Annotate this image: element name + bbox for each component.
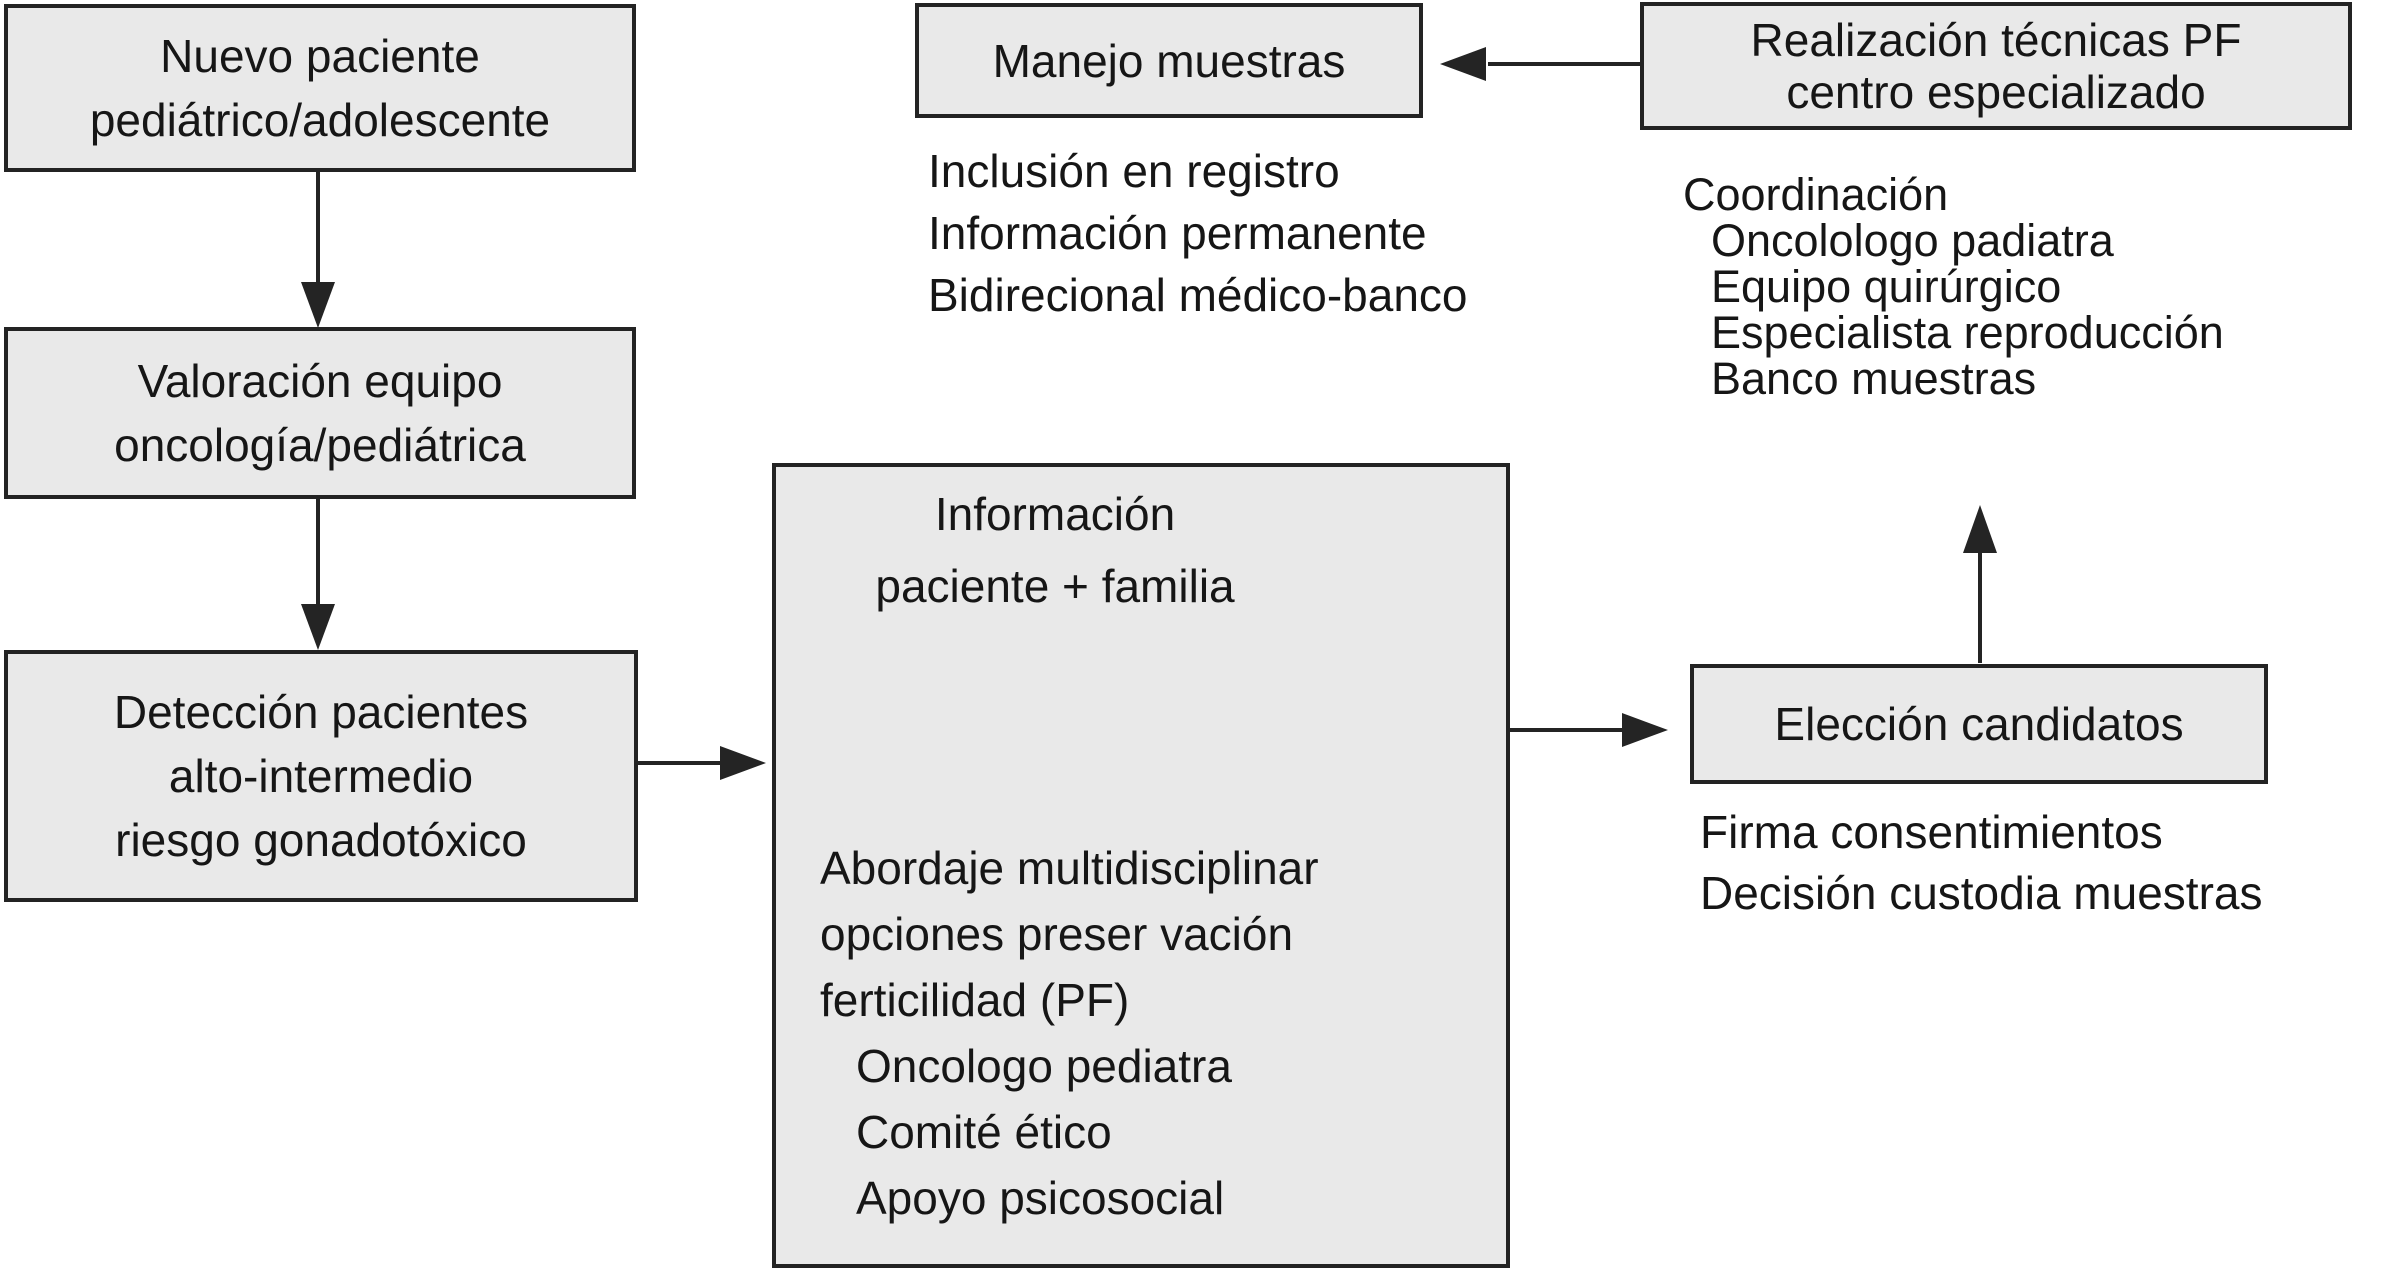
arrow-deteccion-to-informacion xyxy=(638,746,766,780)
node-label-line: centro especializado xyxy=(1786,66,2206,118)
abordaje-multidisciplinar-text: Abordaje multidisciplinar opciones prese… xyxy=(820,835,1319,1231)
node-realizacion-tecnicas: Realización técnicas PF centro especiali… xyxy=(1640,2,2352,130)
text-line: Inclusión en registro xyxy=(928,145,1340,197)
node-label-line: Detección pacientes xyxy=(113,686,529,738)
text-line: Firma consentimientos xyxy=(1700,806,2163,858)
node-label-line: Elección candidatos xyxy=(1774,698,2184,750)
text-line: Oncologo pediatra xyxy=(856,1040,1232,1092)
node-label-line: alto-intermedio xyxy=(168,750,474,802)
text-line: ferticilidad (PF) xyxy=(820,974,1130,1026)
registro-notes: Inclusión en registro Información perman… xyxy=(928,140,1468,326)
node-manejo-muestras: Manejo muestras xyxy=(915,3,1423,118)
text-line: Oncolologo padiatra xyxy=(1711,215,2114,266)
text-line: opciones preser vación xyxy=(820,908,1294,960)
node-valoracion-equipo: Valoración equipo oncología/pediátrica xyxy=(4,327,636,499)
eleccion-notes: Firma consentimientos Decisión custodia … xyxy=(1700,802,2262,924)
arrow-informacion-to-eleccion xyxy=(1510,713,1668,747)
text-line: Bidirecional médico-banco xyxy=(928,269,1468,321)
arrow-realizacion-to-manejo xyxy=(1440,47,1640,81)
node-nuevo-paciente: Nuevo paciente pediátrico/adolescente xyxy=(4,4,636,172)
arrow-nuevo-to-valoracion xyxy=(301,172,335,328)
text-line: Información xyxy=(934,488,1176,540)
node-informacion-abordaje xyxy=(772,463,1510,1268)
text-line: Apoyo psicosocial xyxy=(856,1172,1225,1224)
node-label-line: oncología/pediátrica xyxy=(114,419,526,471)
informacion-paciente-familia-text: Información paciente + familia xyxy=(780,478,1330,622)
text-line: Equipo quirúrgico xyxy=(1711,261,2062,312)
text-line: Abordaje multidisciplinar xyxy=(820,842,1319,894)
node-label-line: Manejo muestras xyxy=(992,34,1346,87)
text-line: paciente + familia xyxy=(875,560,1235,612)
node-label-line: Nuevo paciente xyxy=(160,30,480,82)
node-deteccion-pacientes: Detección pacientes alto-intermedio ries… xyxy=(4,650,638,902)
text-line: Información permanente xyxy=(928,207,1427,259)
node-eleccion-candidatos: Elección candidatos xyxy=(1690,664,2268,784)
node-label-line: Valoración equipo xyxy=(137,355,503,407)
coordinacion-notes: Coordinación Oncolologo padiatra Equipo … xyxy=(1683,172,2224,402)
node-label-line: riesgo gonadotóxico xyxy=(115,814,527,866)
node-label-line: Realización técnicas PF xyxy=(1750,14,2242,66)
text-line: Banco muestras xyxy=(1711,353,2037,404)
coordinacion-title: Coordinación xyxy=(1683,169,1949,220)
node-label-line: pediátrico/adolescente xyxy=(89,94,551,146)
text-line: Especialista reproducción xyxy=(1711,307,2224,358)
arrow-eleccion-to-banco-muestras xyxy=(1963,505,1997,663)
arrow-valoracion-to-deteccion xyxy=(301,499,335,650)
text-line: Decisión custodia muestras xyxy=(1700,867,2263,919)
text-line: Comité ético xyxy=(856,1106,1112,1158)
